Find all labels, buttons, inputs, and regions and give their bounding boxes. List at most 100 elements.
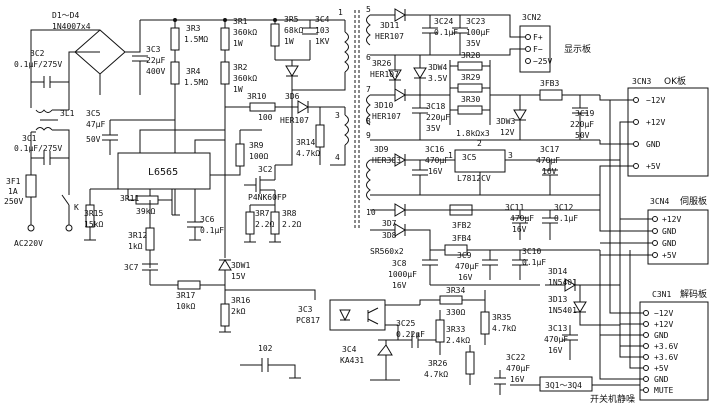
resistor-3r2: [220, 61, 230, 85]
fb2-ref: 3FB2: [452, 221, 471, 230]
pin-10: 10: [366, 208, 376, 217]
resistor-3r7: [245, 211, 255, 235]
d3d8-part: SR560x2: [370, 247, 404, 256]
snubber-wires: [274, 20, 311, 61]
r3r28-ref: 3R28: [461, 51, 480, 60]
c3c23-ref: 3C23: [466, 17, 485, 26]
cap-3c3-value: 22μF: [146, 56, 165, 65]
d3d14-ref: 3D14: [548, 267, 567, 276]
d3d13-ref: 3D13: [548, 295, 567, 304]
regulator-wires: [479, 159, 620, 195]
cn2-pin-dot: [525, 34, 531, 40]
opto-link-wire: [225, 289, 316, 300]
ferrite-3fb3: [520, 89, 600, 101]
mute-caption: 开关机静噪: [590, 393, 635, 405]
cap-3c3: [132, 20, 148, 95]
reg-pin-1: 1: [448, 151, 453, 160]
cap-102: [240, 358, 301, 379]
r3r2-ref: 3R2: [233, 63, 248, 72]
c3c25-ref: 3C25: [396, 319, 415, 328]
c3c23-voltage: 35V: [466, 39, 481, 48]
cn3-pin-dot: [633, 141, 639, 147]
d3dw4-value: 3.5V: [428, 74, 447, 83]
mosfet-p4nk60fp: [244, 165, 276, 205]
cn2-ref: 3CN2: [522, 13, 541, 22]
ac-label: AC220V: [14, 239, 43, 248]
r3r2-value: 360kΩ: [233, 74, 257, 83]
resistor-3r1: [220, 27, 230, 51]
cn4-pin-4: +5V: [662, 251, 677, 260]
switch-k-blade: [61, 194, 70, 206]
cap-3c3-voltage: 400V: [146, 67, 165, 76]
cap-3c25: [398, 332, 440, 348]
diode-3d7: [370, 203, 500, 217]
cap-3c9: [482, 250, 498, 280]
cn1-pin-dot: [643, 387, 649, 393]
c3c5-value: 47μF: [86, 120, 105, 129]
cn1-pin-dot: [643, 321, 649, 327]
c3c11-voltage: 16V: [512, 225, 527, 234]
cn3-title: OK板: [664, 75, 686, 87]
c3c11-value: 470μF: [510, 214, 534, 223]
opto-led: [339, 309, 351, 322]
cn1-pin-5: +3.6V: [654, 353, 678, 362]
r3r10-value: 100: [258, 113, 273, 122]
r3r3-ref: 3R3: [186, 24, 201, 33]
d3d11-ref: 3D11: [380, 21, 399, 30]
r3r16-value: 2kΩ: [231, 307, 246, 316]
cn4-pin-3: GND: [662, 239, 677, 248]
ferrite-3fb2: [449, 204, 473, 216]
cn1-pin-3: GND: [654, 331, 669, 340]
cap-3c4: [302, 27, 318, 35]
cn1-pin-dot: [643, 365, 649, 371]
c3c17-value: 470μF: [536, 156, 560, 165]
r3r4-ref: 3R4: [186, 67, 201, 76]
connector-c3n1: C3N1 解码板 −12V +12V GND +3.6V +3.6V +5V G…: [599, 100, 709, 401]
opto-secondary-wires: [385, 304, 420, 340]
cn4-pin-dot: [652, 240, 658, 246]
primary-grounds: [84, 214, 281, 333]
r3r14-ref: 3R14: [296, 138, 315, 147]
pin-8: 8: [366, 117, 371, 126]
r3r26-part: HER107: [370, 70, 399, 79]
c3c6-value: 0.1μF: [200, 226, 224, 235]
r3r2-power: 1W: [233, 85, 243, 94]
r3r1-value: 360kΩ: [233, 28, 257, 37]
pin-6: 6: [366, 53, 371, 62]
aux-winding: [344, 114, 349, 146]
clamp-diode: [285, 60, 299, 100]
c3c10-ref: 3C10: [522, 247, 541, 256]
cap-3c18: [412, 95, 428, 140]
d3dw3-value: 12V: [500, 128, 515, 137]
fuse-3f1-ref: 3F1: [6, 177, 21, 186]
r3r30-value: 1.8kΩx3: [456, 129, 490, 138]
resistor-3r3: [170, 27, 180, 51]
r3r1-ref: 3R1: [233, 17, 248, 26]
r3r12-value: 1kΩ: [128, 242, 143, 251]
d3dw1-value: 15V: [231, 272, 246, 281]
cn2-pin-dot: [525, 58, 531, 64]
d3d10-ref: 3D10: [374, 101, 393, 110]
cn2-pin-dot: [525, 46, 531, 52]
r-bank-leads: [450, 65, 490, 111]
c3c9-voltage: 16V: [458, 273, 473, 282]
resistor-3r28: [457, 61, 483, 71]
r3r12-ref: 3R12: [128, 231, 147, 240]
resistor-3r30: [457, 105, 483, 115]
connector-c3n1-body: [639, 301, 709, 401]
c3c22-value: 470μF: [506, 364, 530, 373]
primary-section: 3R3 1.5MΩ 3R4 1.5MΩ 3R1 360kΩ 1W 3R2 360…: [84, 8, 349, 379]
cn4-pin-2: GND: [662, 227, 677, 236]
c3c11-ref: 3C11: [505, 203, 524, 212]
ic3c3-ref: 3C3: [298, 305, 313, 314]
cn4-pin-1: +12V: [662, 215, 681, 224]
cn2-pin-1: F+: [533, 33, 543, 42]
cap-3c7: [142, 263, 158, 285]
c3c23-value: 100μF: [466, 28, 490, 37]
r3r35-value: 4.7kΩ: [492, 324, 516, 333]
zener-3dw1: [218, 259, 232, 271]
diode-3d13: [573, 285, 620, 326]
r3r8-ref: 3R8: [282, 209, 297, 218]
c3c9-ref: 3C9: [457, 251, 472, 260]
cap-3c17: [542, 160, 558, 195]
